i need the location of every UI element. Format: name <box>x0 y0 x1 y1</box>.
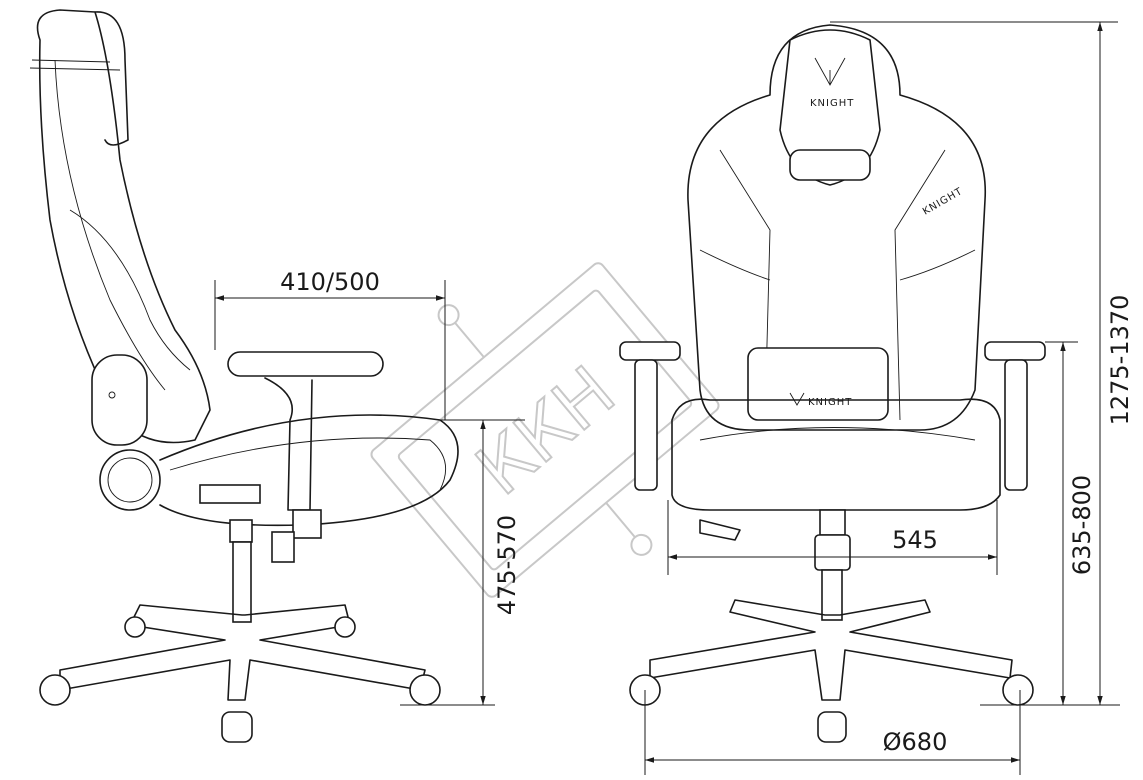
watermark: ККН <box>370 262 720 598</box>
headrest-logo: KNIGHT <box>810 98 854 109</box>
seat-width-label: 545 <box>892 526 938 554</box>
base-diameter-label: Ø680 <box>883 728 948 756</box>
seat-depth-label: 410/500 <box>280 268 380 296</box>
dimension-seat-height: 475-570 <box>400 419 525 706</box>
seat-height-label: 475-570 <box>493 515 521 615</box>
dimension-seat-depth: 410/500 <box>214 268 446 420</box>
watermark-text: ККН <box>461 350 630 511</box>
armrest-height-label: 635-800 <box>1068 475 1096 575</box>
dimension-base-diameter: Ø680 <box>644 690 1021 775</box>
side-logo: KNIGHT <box>921 186 965 218</box>
total-height-label: 1275-1370 <box>1106 295 1134 426</box>
chair-front-view: KNIGHT KNIGHT KNIGHT <box>619 24 1046 743</box>
cushion-logo: KNIGHT <box>808 397 852 408</box>
dimension-seat-width: 545 <box>667 500 998 575</box>
dimension-total-height: 1275-1370 <box>830 21 1134 705</box>
dimension-armrest-height: 635-800 <box>980 341 1120 706</box>
chair-side-view <box>29 9 459 743</box>
